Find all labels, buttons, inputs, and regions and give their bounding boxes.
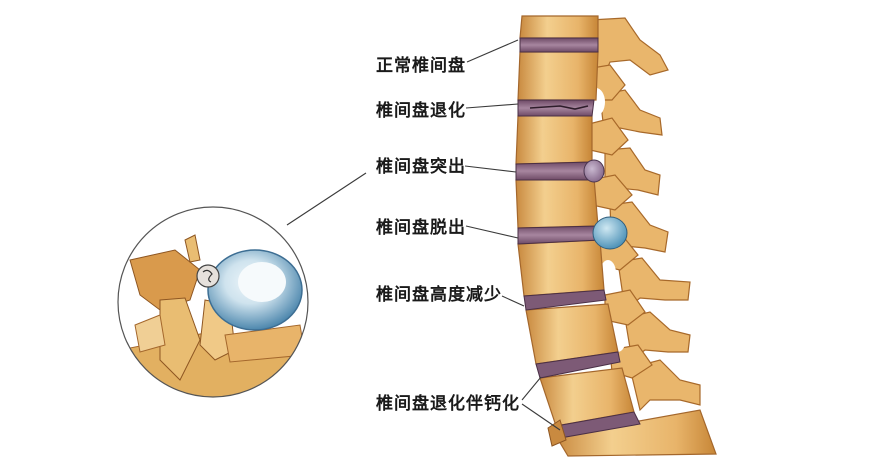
label-disc-protrusion: 椎间盘突出 xyxy=(376,157,466,177)
vertebral-bodies xyxy=(515,15,717,457)
leader-lines xyxy=(286,39,561,431)
herniation-bulge xyxy=(592,216,628,250)
protrusion-bulge xyxy=(583,159,605,183)
disc-calcified-1 xyxy=(535,351,621,379)
disc-reduced-height xyxy=(523,289,607,311)
label-disc-degeneration: 椎间盘退化 xyxy=(376,101,466,121)
disc-degenerated xyxy=(517,99,595,117)
inset-magnified-view xyxy=(117,206,309,398)
label-disc-height-reduction: 椎间盘高度减少 xyxy=(376,285,502,305)
label-disc-calcification: 椎间盘退化伴钙化 xyxy=(376,394,520,414)
label-normal-disc: 正常椎间盘 xyxy=(376,56,466,76)
intervertebral-discs xyxy=(515,37,641,439)
label-disc-herniation: 椎间盘脱出 xyxy=(376,218,466,238)
disc-normal xyxy=(519,37,599,53)
disc-protrusion xyxy=(515,161,595,181)
osteophyte xyxy=(547,419,567,447)
